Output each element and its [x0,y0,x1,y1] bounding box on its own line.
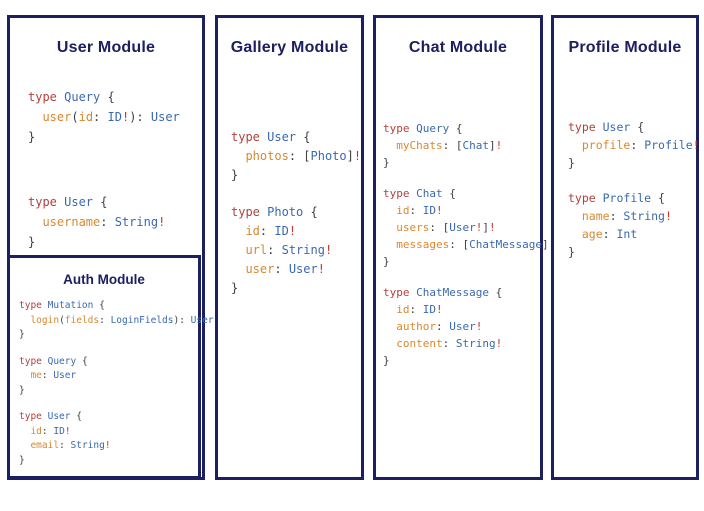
code-line: id: ID! [396,303,443,316]
profile-module-title: Profile Module [568,39,682,56]
code-line: type Mutation { [19,300,105,311]
code-block: type Chat { id: ID! users: [User!]! mess… [383,185,555,270]
code-line: } [28,235,36,249]
panel-gallery-module: Gallery Module type User { photos: [Phot… [215,15,364,480]
user-module-code: type Query { user(id: ID!): User}type Us… [10,87,202,252]
code-block: type User { id: ID! email: String!} [19,410,198,468]
code-block: type User { photos: [Photo]!} [231,128,361,185]
code-line: id: ID! [30,425,71,437]
code-line: messages: [ChatMessage]! [396,238,555,251]
code-block: type Profile { name: String! age: Int} [568,189,696,261]
code-line: } [19,329,25,340]
code-line: myChats: [Chat]! [396,139,503,152]
code-line: } [383,156,390,169]
code-line: type ChatMessage { [383,286,503,299]
code-line: login(fields: LoginFields): User [30,314,214,326]
code-block: type Query { me: User} [19,355,198,399]
code-line: } [383,255,390,268]
code-line: type User { [19,411,82,422]
panel-auth-module: Auth Module type Mutation { login(fields… [7,255,214,479]
code-line: type User { [568,120,645,134]
auth-module-title: Auth Module [63,272,145,287]
code-line: type Chat { [383,187,456,200]
code-line: name: String! [581,209,672,223]
code-line: } [383,354,390,367]
code-block: type User { profile: Profile!} [568,118,700,172]
code-line: email: String! [30,440,111,451]
code-line: } [568,156,575,170]
user-module-title: User Module [56,39,156,56]
code-block: type Query { user(id: ID!): User} [28,87,202,147]
code-line: type Query { [28,90,115,104]
code-line: } [19,454,25,466]
auth-module-code: type Mutation { login(fields: LoginField… [10,299,214,468]
code-line: url: String! [245,243,333,257]
code-line: author: User! [396,320,483,333]
code-line: profile: Profile! [581,138,700,152]
code-line: type Query { [19,355,88,367]
panel-profile-module: Profile Module type User { profile: Prof… [551,15,700,480]
code-line: me: User [30,370,77,381]
code-line: content: String! [396,337,503,350]
code-line: } [231,281,239,295]
code-line: } [28,130,36,144]
code-line: id: ID! [396,204,443,217]
code-line: type Profile { [568,191,665,205]
code-line: type User { [231,130,311,144]
panel-chat-module: Chat Module type Query { myChats: [Chat]… [373,15,555,480]
chat-module-code: type Query { myChats: [Chat]!}type Chat … [376,120,555,369]
code-line: } [568,245,575,259]
chat-module-title: Chat Module [408,39,508,56]
code-block: type Photo { id: ID! url: String! user: … [231,203,361,298]
code-line: user: User! [245,262,325,276]
code-line: } [19,384,25,396]
code-line: users: [User!]! [396,221,496,234]
code-line: type User { [28,195,108,209]
code-line: photos: [Photo]! [245,149,362,163]
code-line: id: ID! [245,224,297,238]
code-block: type User { username: String!} [28,192,202,252]
code-line: type Query { [383,122,463,135]
code-block: type ChatMessage { id: ID! author: User!… [383,284,540,369]
code-line: user(id: ID!): User [42,110,180,124]
profile-module-code: type User { profile: Profile!}type Profi… [554,118,700,261]
code-line: type Photo { [231,205,318,219]
gallery-module-code: type User { photos: [Photo]!}type Photo … [218,128,361,298]
code-block: type Query { myChats: [Chat]!} [383,120,540,171]
code-line: } [231,168,239,182]
code-block: type Mutation { login(fields: LoginField… [19,299,214,343]
code-line: age: Int [581,227,638,241]
gallery-module-title: Gallery Module [230,39,349,56]
code-line: username: String! [42,215,166,229]
